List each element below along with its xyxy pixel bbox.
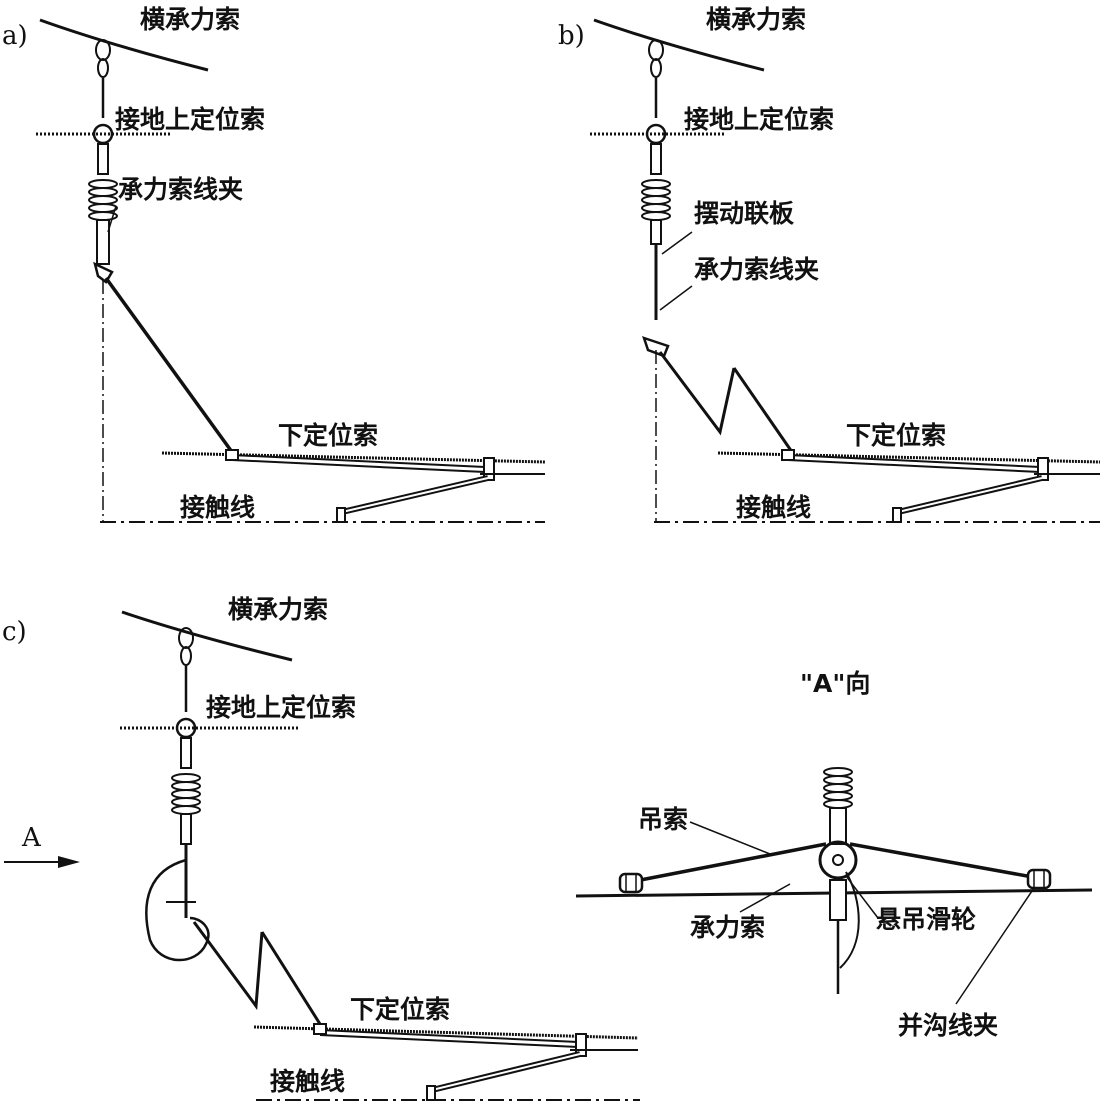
view-a-clamp-left — [618, 872, 644, 894]
panel-a-contact-wire-label: 接触线 — [180, 493, 255, 522]
panel-b-cross-span-label: 横承力索 — [706, 5, 806, 34]
panel-c-lower-steady-span-label: 下定位索 — [350, 995, 450, 1024]
panel-c-insulator — [171, 737, 201, 845]
panel-a-clamp — [93, 261, 114, 284]
panel-a-registration-arm — [231, 454, 486, 468]
panel-b-upper-steady-span-label: 接地上定位索 — [684, 105, 834, 134]
panel-a-end-fitting — [483, 457, 495, 481]
panel-b-letter: b) — [558, 21, 585, 51]
panel-c-cross-span-label: 横承力索 — [228, 595, 328, 624]
panel-a: a) 横承力索 接地上定位索 承力索线夹 — [2, 5, 546, 523]
view-a-insulator — [823, 767, 853, 845]
panel-b-steady-arm-upper — [732, 367, 794, 453]
panel-b-messenger-clamp-label: 承力索线夹 — [694, 255, 819, 284]
panel-a-cross-span-label: 横承力索 — [140, 5, 240, 34]
panel-a-upper-steady-span-label: 接地上定位索 — [115, 105, 265, 134]
panel-a-chain — [95, 39, 111, 118]
panel-a-insulator — [88, 143, 118, 265]
panel-b-cross-span-wire — [593, 18, 765, 72]
panel-b-steady-arm-lower — [658, 351, 736, 436]
panel-a-cross-span-wire — [39, 18, 209, 72]
view-a-messenger-label: 承力索 — [690, 913, 765, 942]
panel-a-clamp-leader — [107, 205, 117, 233]
panel-b-chain — [648, 39, 664, 118]
view-a-hanger-rope-left — [629, 842, 827, 884]
panel-b-swing-link-label: 摆动联板 — [694, 199, 794, 228]
panel-c-cross-span-wire — [121, 610, 293, 662]
panel-b: b) 横承力索 接地上定位索 摆动联板 承力索线夹 — [558, 5, 1101, 523]
panel-a-steady-arm — [104, 276, 234, 454]
view-a-hanger-rope-right — [849, 842, 1039, 880]
view-a-hanger-rope-label: 吊索 — [638, 805, 688, 834]
view-a-clamp-right — [1026, 868, 1052, 890]
panel-b-lower-steady-span-label: 下定位索 — [846, 421, 946, 450]
panel-c-steady-arm-upper — [260, 931, 322, 1025]
view-a-pulley-label: 悬吊滑轮 — [876, 905, 976, 934]
panel-a-messenger-clamp-label: 承力索线夹 — [118, 175, 243, 204]
panel-c-steady-arm-lower — [192, 921, 264, 1011]
view-a: "A"向 吊索 — [575, 669, 1093, 1040]
panel-a-lower-clamp — [225, 449, 239, 461]
panel-c-contact-wire-label: 接触线 — [270, 1067, 345, 1096]
view-a-pulley — [818, 840, 858, 880]
panel-c-hanger-loop — [145, 858, 210, 962]
panel-c-letter: c) — [2, 617, 27, 647]
panel-b-contact-wire-label: 接触线 — [736, 493, 811, 522]
panel-a-lower-steady-span-label: 下定位索 — [278, 421, 378, 450]
view-a-title: "A"向 — [800, 669, 870, 698]
panel-b-insulator — [641, 143, 671, 245]
panel-c: c) 横承力索 接地上定位索 A — [2, 595, 640, 1101]
panel-a-letter: a) — [2, 21, 28, 51]
panel-c-upper-steady-span-label: 接地上定位索 — [206, 693, 356, 722]
panel-c-chain — [178, 627, 194, 712]
panel-c-view-arrow-label: A — [21, 823, 42, 853]
view-a-parallel-groove-clamp-label: 并沟线夹 — [898, 1011, 998, 1040]
panel-c-view-arrowhead — [58, 856, 80, 868]
